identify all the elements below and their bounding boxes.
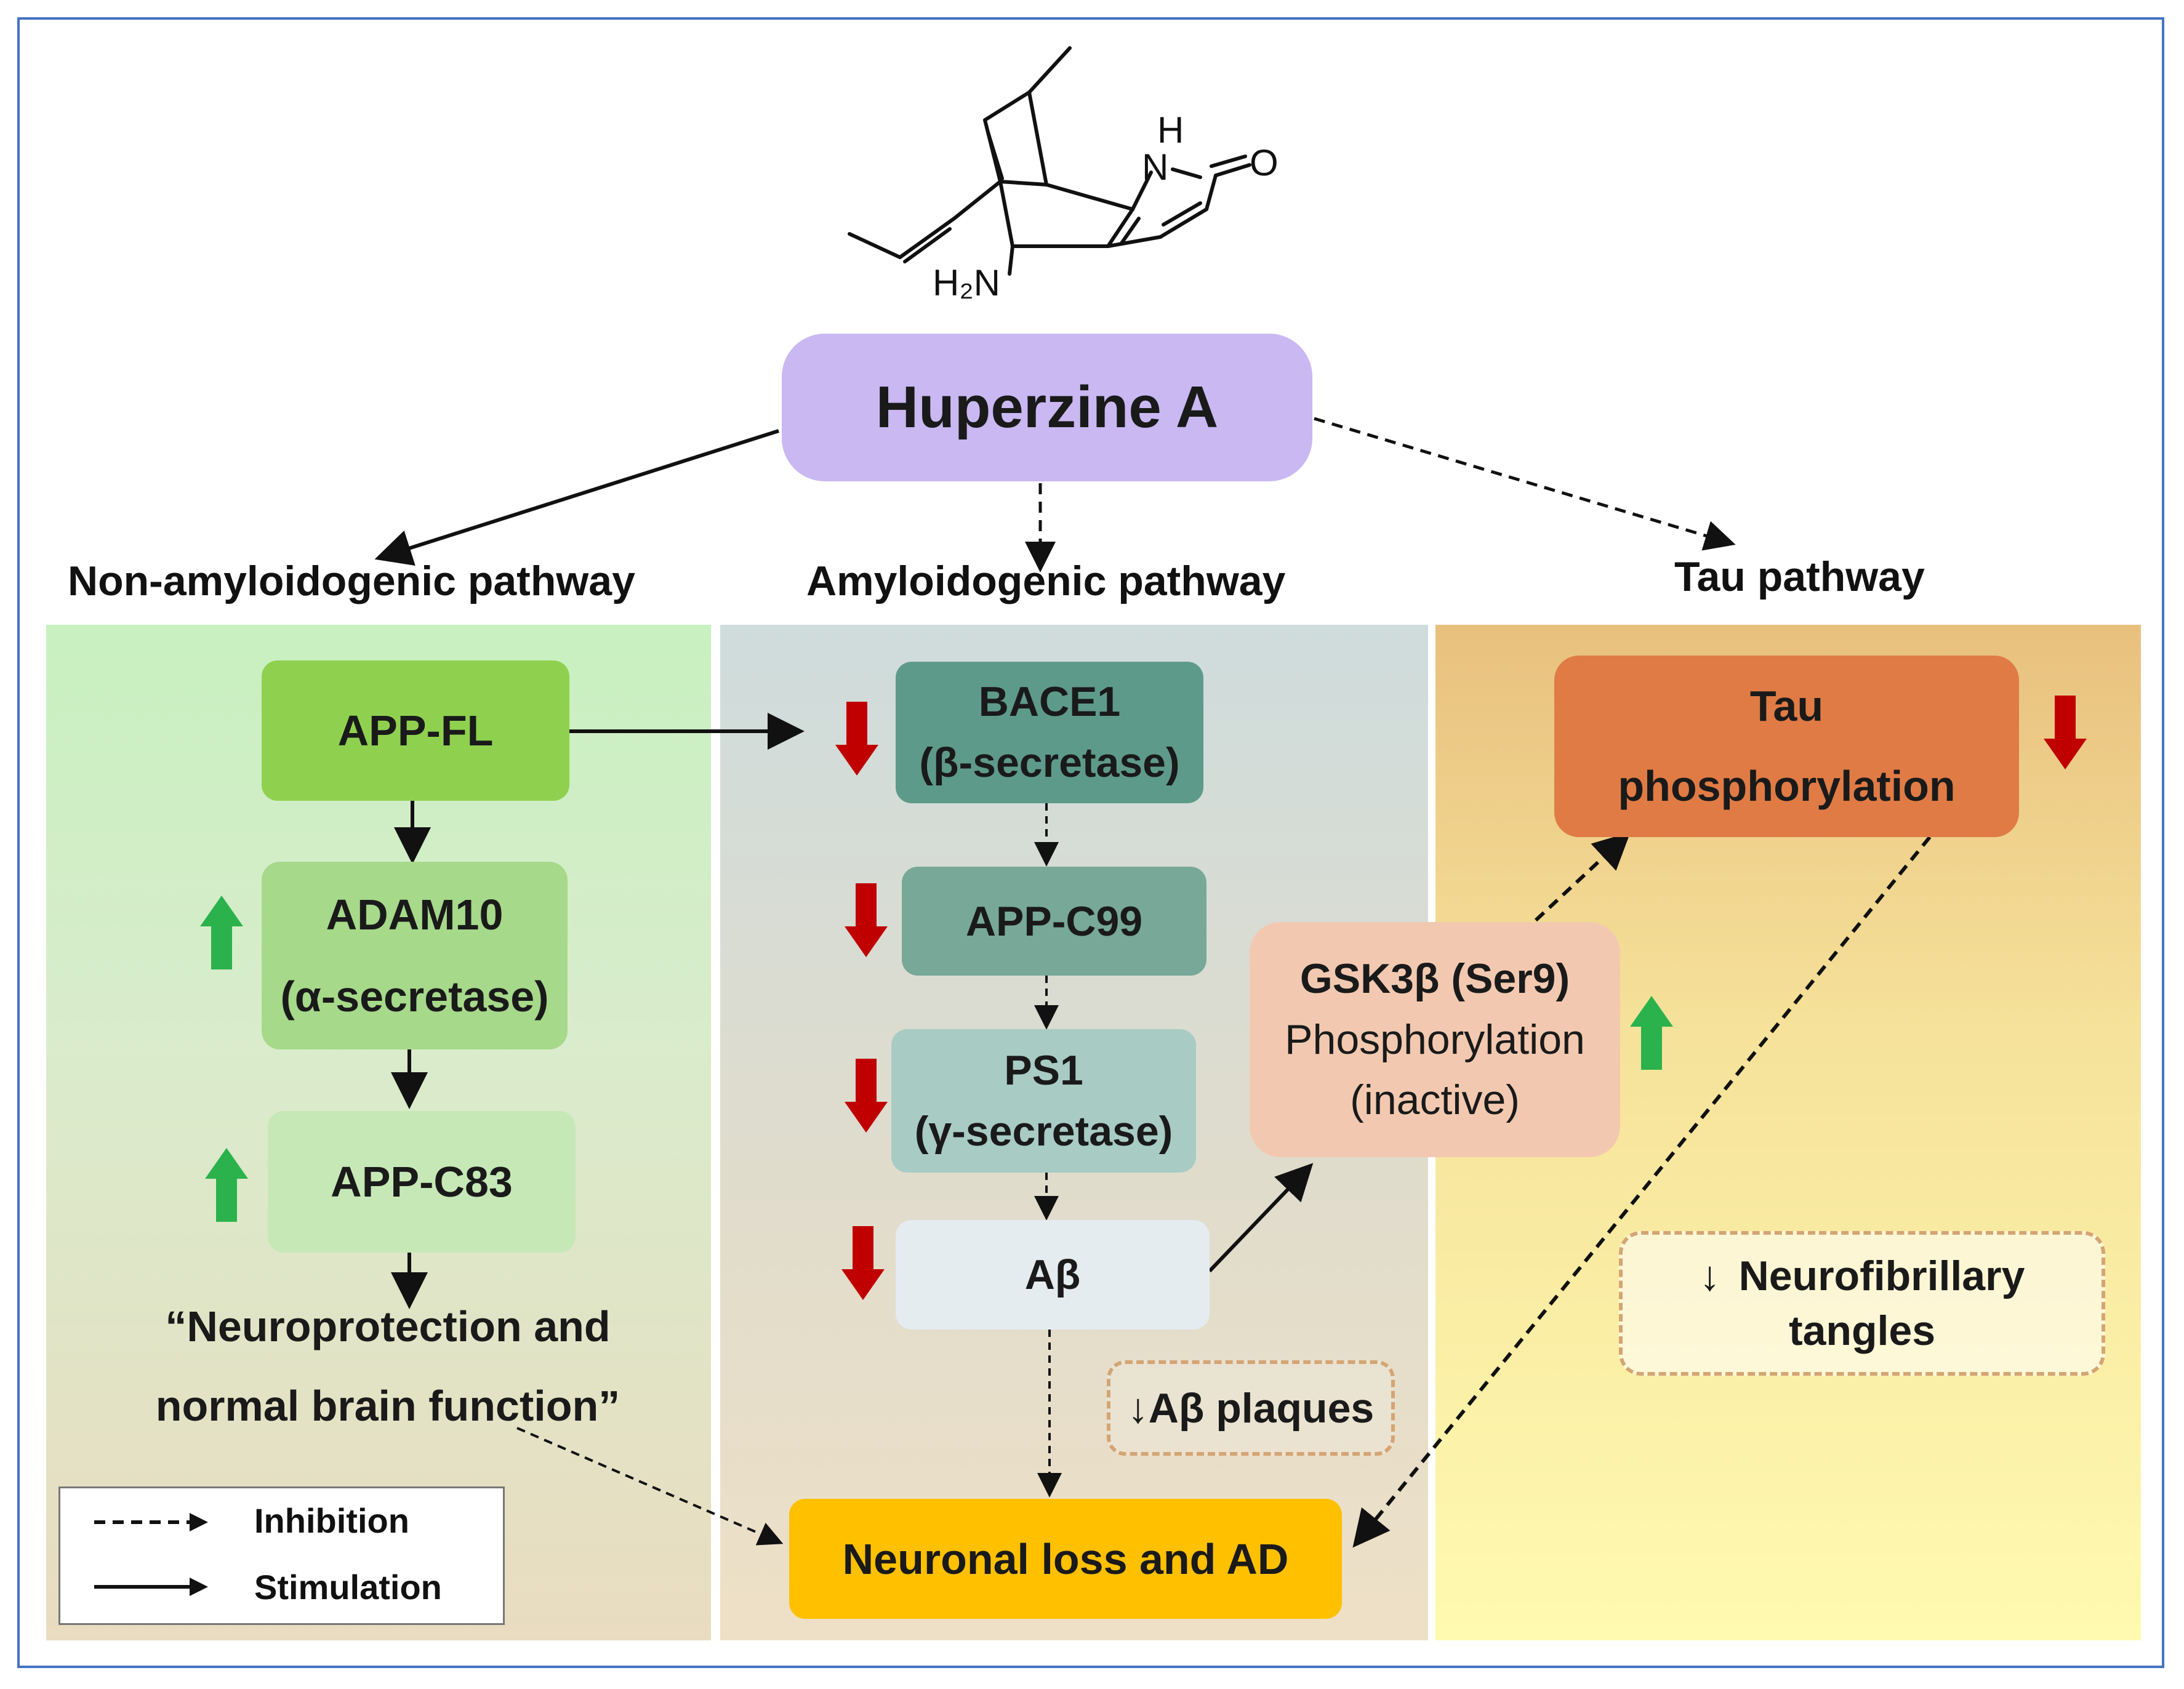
- legend-lines: [94, 1513, 208, 1596]
- down-arrow-icon: [835, 702, 878, 776]
- gamma-secretase-label: (γ-secretase): [914, 1107, 1173, 1155]
- neurofibrillary-tangles-note: ↓ Neurofibrillary tangles: [1619, 1231, 2105, 1376]
- inhibition-arrow-tau: [1314, 417, 1736, 551]
- non-amyloidogenic-title: Non-amyloidogenic pathway: [68, 558, 635, 604]
- neuroprotection-outcome: “Neuroprotection and normal brain functi…: [111, 1290, 665, 1443]
- app-c99-label: APP-C99: [965, 897, 1143, 945]
- atom-n: N: [1142, 146, 1168, 188]
- down-arrow-icon: [841, 1226, 885, 1300]
- ps1-node: PS1 (γ-secretase): [891, 1029, 1196, 1173]
- legend-inhibition-label: Inhibition: [254, 1501, 409, 1540]
- app-fl-node: APP-FL: [262, 660, 569, 801]
- gsk3b-inactive-label: (inactive): [1350, 1077, 1520, 1124]
- abeta-node: Aβ: [896, 1220, 1210, 1330]
- adam10-label: ADAM10: [326, 890, 504, 939]
- legend-dashed-arrowhead: [190, 1513, 208, 1531]
- adam10-node: ADAM10 (α-secretase): [262, 862, 568, 1049]
- abeta-label: Aβ: [1024, 1251, 1081, 1298]
- tangles-down-arrow: ↓: [1699, 1253, 1720, 1300]
- inhibition-arrow-neuroprotection-to-ad: [516, 1427, 784, 1546]
- tau-label: Tau: [1749, 682, 1824, 730]
- legend-stimulation-label: Stimulation: [254, 1568, 442, 1607]
- gsk3b-phosphorylation-label: Phosphorylation: [1285, 1016, 1585, 1063]
- app-c83-label: APP-C83: [331, 1158, 513, 1206]
- app-c99-node: APP-C99: [902, 867, 1206, 976]
- atom-h: H: [1157, 110, 1184, 151]
- legend: Inhibition Stimulation: [58, 1486, 505, 1625]
- up-arrow-icon: [1630, 996, 1673, 1070]
- stimulation-arrow-abeta-to-gsk3b: [1208, 1163, 1314, 1273]
- beta-secretase-label: (β-secretase): [919, 739, 1180, 786]
- neuroprotection-line-2: normal brain function”: [155, 1382, 620, 1430]
- abeta-plaques-note: ↓Aβ plaques: [1107, 1360, 1395, 1456]
- inhibition-arrow-gsk3b-to-tau: [1534, 832, 1631, 922]
- down-arrow-icon: [845, 883, 888, 957]
- neurofibrillary-label: Neurofibrillary: [1738, 1253, 2025, 1300]
- amyloidogenic-title: Amyloidogenic pathway: [806, 558, 1286, 604]
- bace1-node: BACE1 (β-secretase): [896, 662, 1203, 803]
- down-arrow-icon: [845, 1059, 888, 1133]
- abeta-plaques-label: ↓Aβ plaques: [1127, 1384, 1375, 1432]
- tangles-first-line: ↓ Neurofibrillary: [1700, 1249, 2025, 1303]
- huperzine-a-node: Huperzine A: [782, 334, 1312, 481]
- neuronal-loss-ad-label: Neuronal loss and AD: [842, 1535, 1289, 1583]
- gsk3b-node: GSK3β (Ser9) Phosphorylation (inactive): [1250, 922, 1620, 1157]
- outer-frame: [17, 17, 2164, 1668]
- atom-o: O: [1250, 142, 1279, 183]
- up-arrow-icon: [205, 1148, 248, 1222]
- phosphorylation-label: phosphorylation: [1618, 761, 1956, 810]
- neuronal-loss-ad-node: Neuronal loss and AD: [789, 1499, 1342, 1619]
- huperzine-a-label: Huperzine A: [875, 374, 1219, 440]
- amine-group: H₂N: [933, 262, 1000, 303]
- alpha-secretase-label: (α-secretase): [280, 972, 549, 1021]
- down-arrow-icon: [2044, 696, 2087, 769]
- tangles-label: tangles: [1788, 1307, 1936, 1354]
- huperzine-a-structure: [848, 46, 1251, 276]
- bace1-label: BACE1: [978, 678, 1121, 726]
- inhibition-arrow-tau-to-ad: [1352, 836, 1932, 1548]
- ps1-label: PS1: [1004, 1046, 1083, 1094]
- app-fl-label: APP-FL: [337, 707, 494, 755]
- stimulation-arrow-non-amyloidogenic: [374, 429, 779, 566]
- app-c83-node: APP-C83: [268, 1111, 576, 1253]
- tau-phosphorylation-node: Tau phosphorylation: [1554, 656, 2019, 837]
- tau-title: Tau pathway: [1674, 553, 1925, 600]
- neuroprotection-line-1: “Neuroprotection and: [165, 1302, 611, 1350]
- legend-solid-arrowhead: [190, 1578, 208, 1596]
- up-arrow-icon: [200, 896, 243, 969]
- gsk3b-label: GSK3β (Ser9): [1299, 955, 1570, 1003]
